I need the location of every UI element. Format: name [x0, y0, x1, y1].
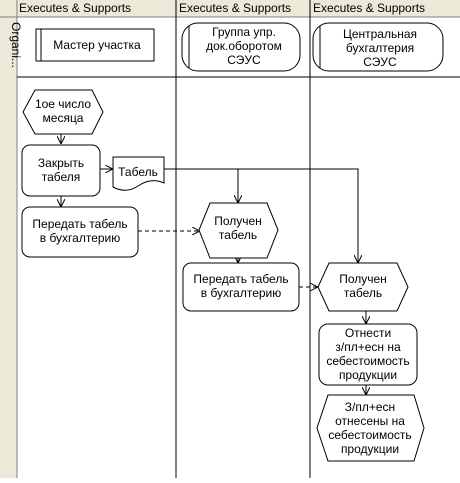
lane-header-bar: [0, 0, 460, 17]
function-close-line-2: табеля: [42, 170, 81, 184]
function-pass2-line-1: Передать табель: [193, 272, 288, 286]
row-header-label: Organi...: [9, 22, 23, 68]
event-received1-line-2: табель: [219, 228, 257, 242]
function-assign-line-2: з/пл+есн на: [335, 340, 401, 354]
event-done-line-3: себестоимость: [328, 428, 411, 442]
event-done-line-2: отнесены на: [335, 414, 405, 428]
document-timesheet: Табель: [112, 156, 165, 191]
function-close-line-1: Закрыть: [38, 156, 84, 170]
event-start-line-2: месяца: [43, 111, 84, 125]
event-received1-line-1: Получен: [214, 214, 262, 228]
function-assign-line-3: себестоимость: [326, 354, 409, 368]
row-header-bar: [0, 0, 17, 478]
event-received-2: Получен табель: [317, 262, 409, 312]
lane-header-3: Executes & Supports: [313, 1, 425, 15]
event-start-line-1: 1ое число: [35, 97, 91, 111]
function-pass1-line-2: в бухгалтерию: [40, 231, 121, 245]
role-central-accounting: Центральная бухгалтерия СЭУС: [312, 22, 444, 72]
event-done-line-4: продукции: [341, 442, 399, 456]
role-accounting-line-2: бухгалтерия: [346, 41, 414, 55]
role-docflow-line-3: СЭУС: [227, 53, 261, 67]
function-assign-line-1: Отнести: [345, 326, 391, 340]
function-pass1-line-1: Передать табель: [32, 217, 127, 231]
edge-doc-recv2: [164, 168, 358, 262]
event-received-1: Получен табель: [198, 202, 279, 259]
role-master: Мастер участка: [35, 28, 155, 62]
function-pass2-line-2: в бухгалтерию: [201, 286, 282, 300]
lane-header-1: Executes & Supports: [19, 1, 131, 15]
role-accounting-line-1: Центральная: [343, 27, 417, 41]
event-received2-line-2: табель: [344, 286, 382, 300]
role-accounting-line-3: СЭУС: [363, 55, 397, 69]
role-docflow-line-1: Группа упр.: [212, 25, 276, 39]
function-pass-timesheet-2: Передать табель в бухгалтерию: [182, 262, 300, 312]
event-start: 1ое число месяца: [22, 89, 104, 135]
function-assign-line-4: продукции: [339, 368, 397, 382]
event-received2-line-1: Получен: [339, 272, 387, 286]
role-docflow-line-2: док.оборотом: [206, 39, 282, 53]
role-docflow-group: Группа упр. док.оборотом СЭУС: [181, 22, 301, 72]
function-pass-timesheet-1: Передать табель в бухгалтерию: [21, 206, 139, 258]
document-timesheet-label: Табель: [118, 165, 158, 179]
lane-header-2: Executes & Supports: [179, 1, 291, 15]
event-done-line-1: З/пл+есн: [345, 400, 395, 414]
event-cost-assigned: З/пл+есн отнесены на себестоимость проду…: [316, 394, 425, 462]
role-master-label: Мастер участка: [53, 38, 141, 52]
function-assign-cost: Отнести з/пл+есн на себестоимость продук…: [318, 323, 418, 386]
function-close-timesheet: Закрыть табеля: [21, 144, 101, 197]
